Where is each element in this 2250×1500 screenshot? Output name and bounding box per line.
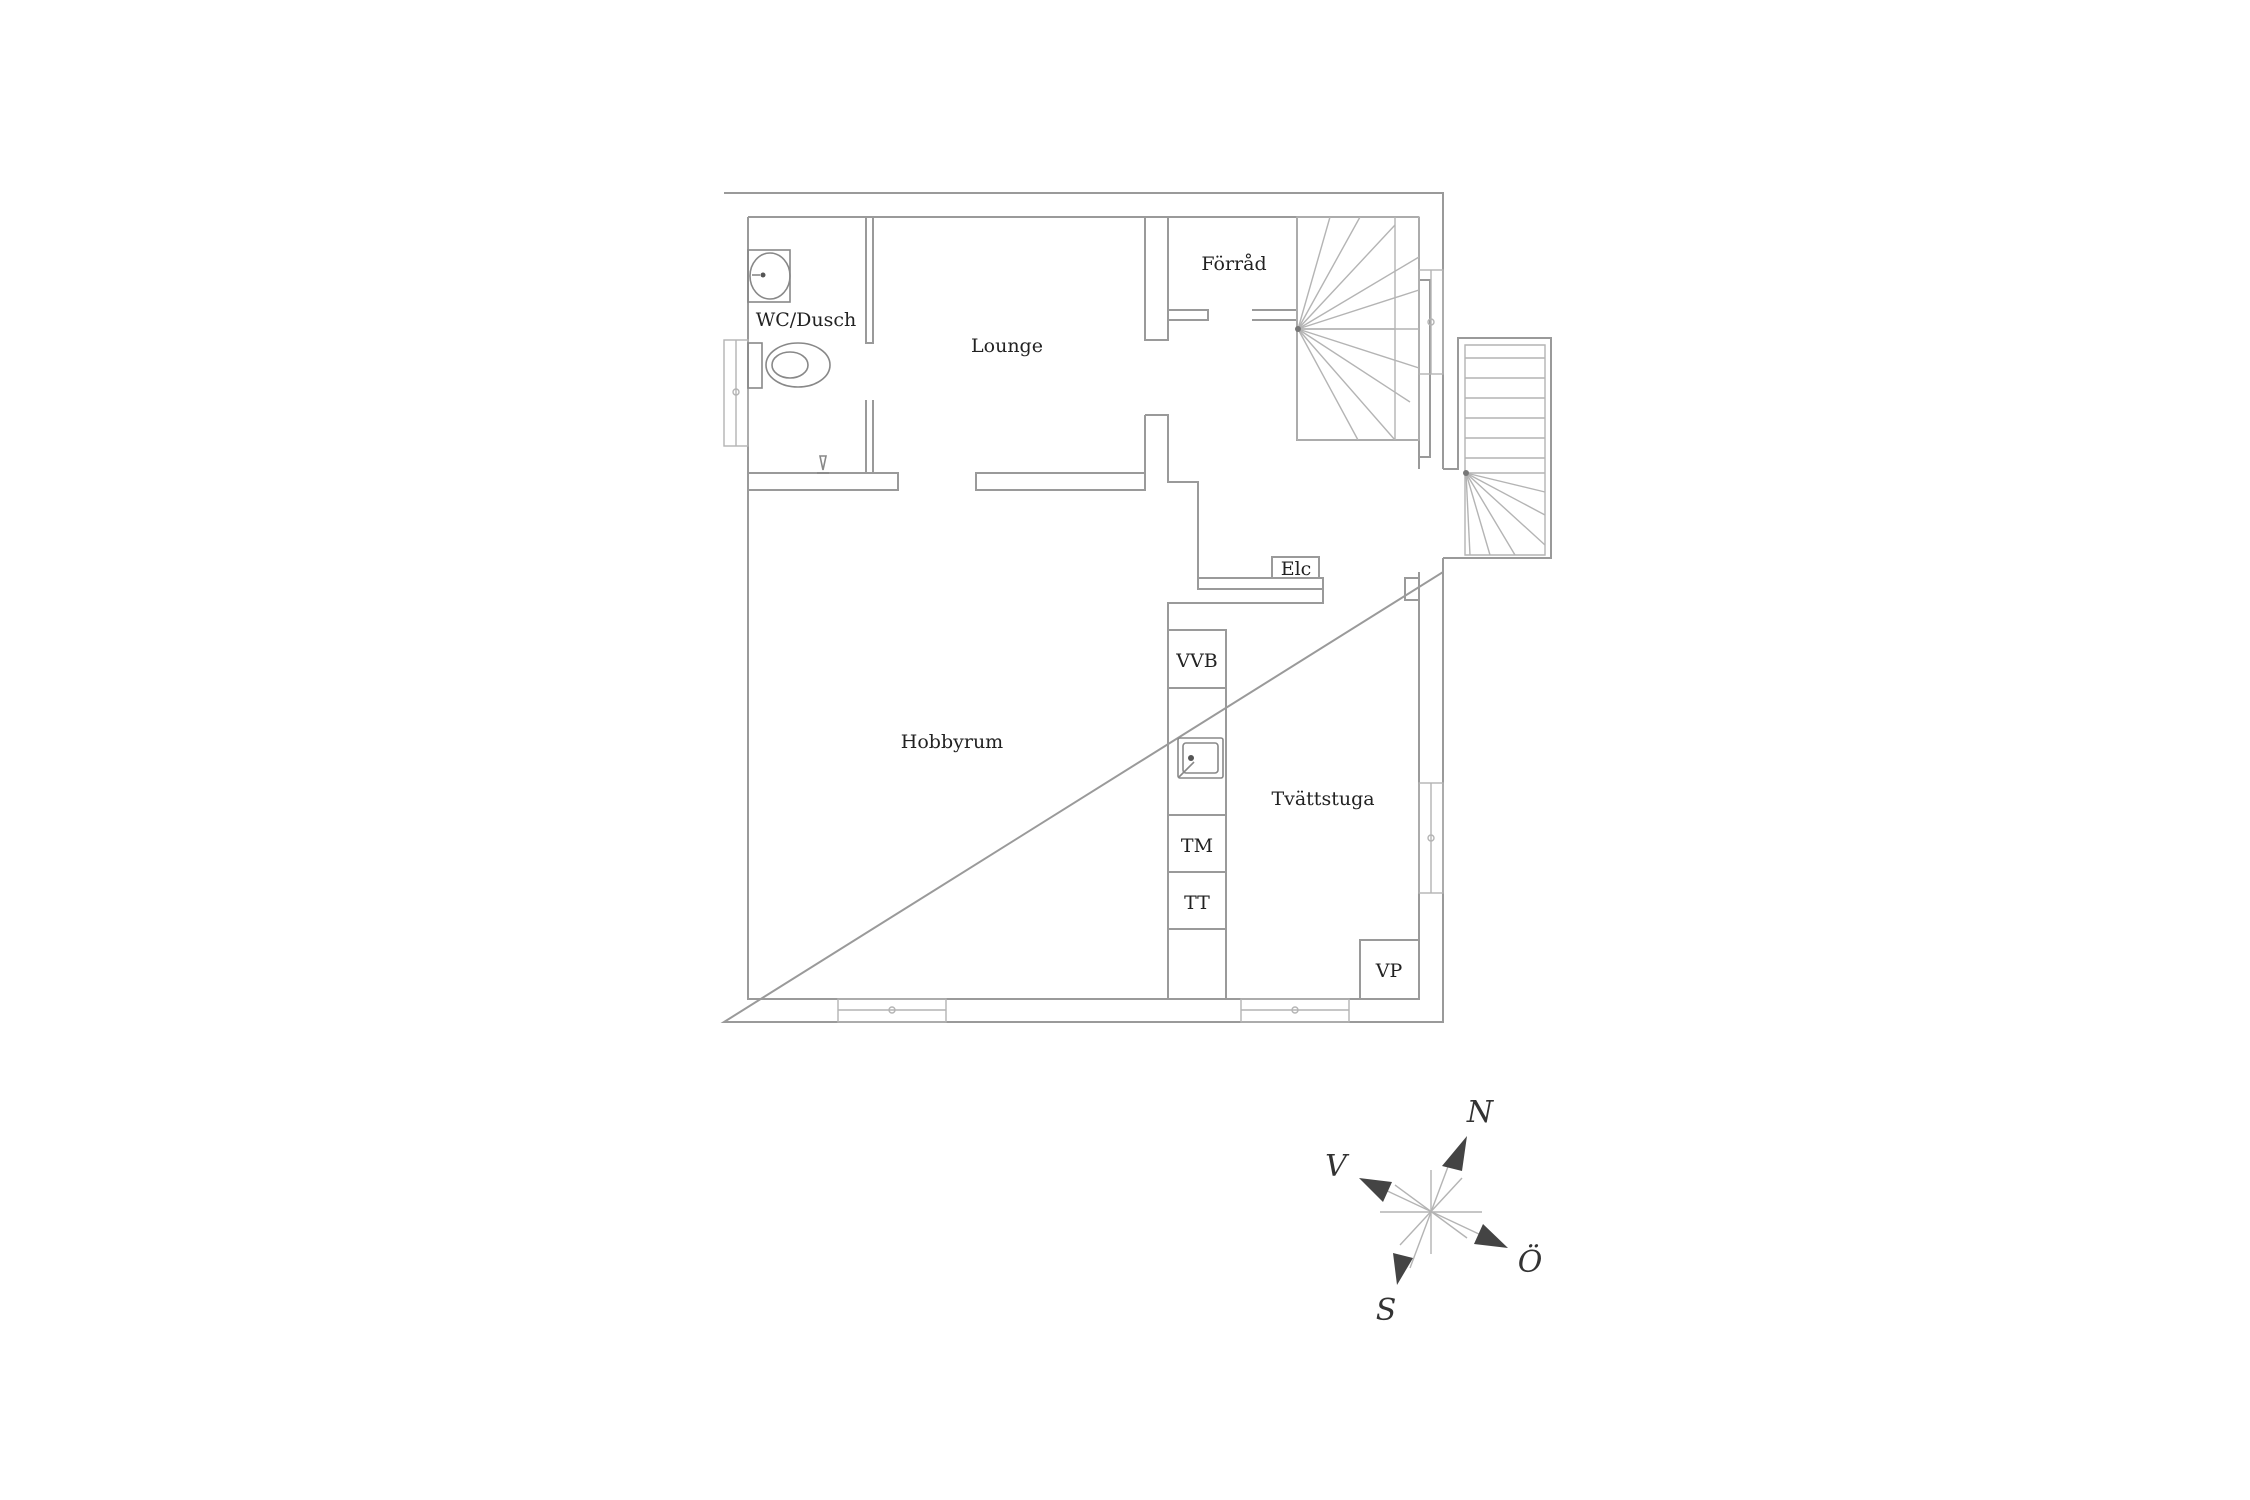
compass-label-north: N: [1466, 1095, 1495, 1130]
room-label-lounge: Lounge: [971, 335, 1043, 357]
external-stair: [1442, 337, 1552, 572]
wc-fixtures: [747, 249, 831, 474]
interior-walls: [748, 217, 1431, 1000]
fixture-label-elc: Elc: [1281, 558, 1312, 580]
room-label-forrad: Förråd: [1201, 253, 1266, 275]
room-label-hobbyrum: Hobbyrum: [901, 731, 1003, 753]
compass-east-arrow: [1474, 1224, 1508, 1248]
room-labels: WC/Dusch Lounge Förråd Hobbyrum Tvättstu…: [756, 253, 1375, 810]
compass-rose: N V Ö S: [1325, 1095, 1542, 1328]
compass-label-south: S: [1376, 1293, 1397, 1328]
compass-north-arrow: [1442, 1136, 1467, 1171]
room-label-tvattstuga: Tvättstuga: [1271, 788, 1374, 810]
laundry-counter: [1167, 556, 1420, 1000]
internal-stair: [1295, 216, 1420, 441]
room-label-wc-dusch: WC/Dusch: [756, 309, 857, 331]
compass-west-arrow: [1359, 1178, 1392, 1202]
fixture-label-tt: TT: [1184, 892, 1210, 914]
fixture-label-vvb: VVB: [1175, 650, 1217, 672]
compass-label-west: V: [1325, 1149, 1350, 1184]
compass-south-arrow: [1393, 1253, 1413, 1285]
fixture-labels: Elc VVB TM TT VP: [1175, 558, 1402, 982]
fixture-label-vp: VP: [1375, 960, 1403, 982]
windows: [723, 269, 1444, 1023]
compass-label-east: Ö: [1518, 1244, 1543, 1280]
fixture-label-tm: TM: [1181, 835, 1213, 857]
